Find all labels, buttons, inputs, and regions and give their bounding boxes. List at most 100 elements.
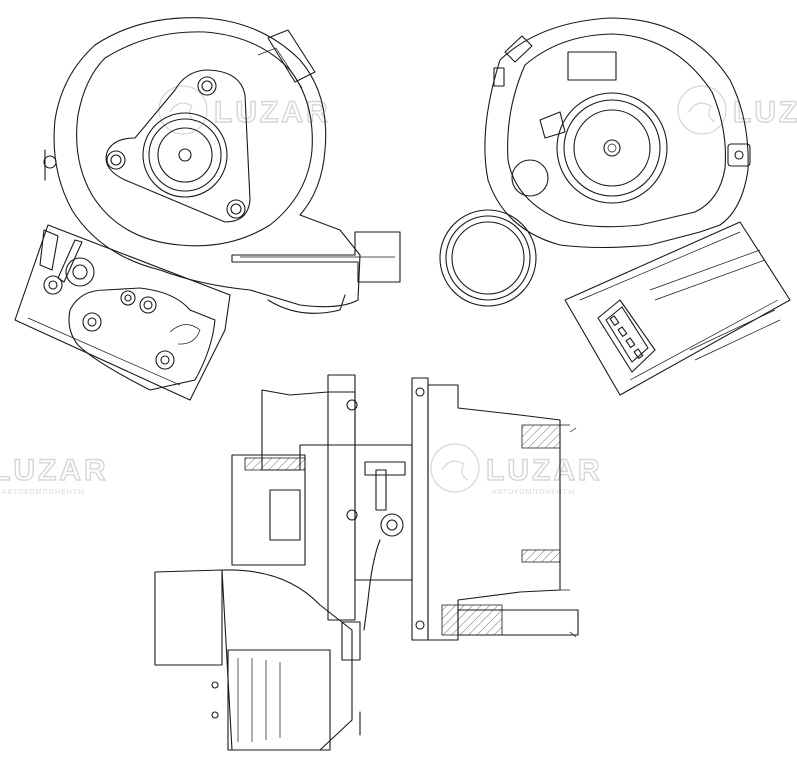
turbine-flange-ticks <box>560 424 570 591</box>
bearing-housing-rib <box>364 461 406 476</box>
flange-bolt-hole-top <box>197 76 217 96</box>
compressor-inlet-outer-ring <box>142 112 228 198</box>
actuator-hole-2-inner <box>160 355 170 365</box>
stud-left <box>43 155 57 169</box>
turbine-outlet-flange <box>457 609 579 636</box>
turbine-housing-inner <box>507 33 726 228</box>
inlet-section-hatch-top <box>244 457 306 471</box>
exhaust-inlet-bore <box>451 221 525 295</box>
turbine-outlet-outer <box>556 92 668 204</box>
actuator-rib <box>169 324 201 345</box>
watermark-brand-1: LUZAR <box>214 96 331 129</box>
oil-feed-port-inner <box>386 519 398 531</box>
side-section-view <box>154 374 579 751</box>
rear-actuator-seam-top <box>579 231 741 301</box>
rear-small-stud <box>493 67 505 87</box>
actuator-hole-3-inner <box>143 300 153 310</box>
front-compressor-view <box>14 17 401 401</box>
rear-oil-port <box>511 159 549 197</box>
compressor-inlet-ring <box>148 118 222 192</box>
rear-actuator-seam-bottom <box>629 299 779 381</box>
flange-bolt-hole-left <box>106 150 126 170</box>
rear-port-boss <box>539 111 566 139</box>
side-actuator-screw-1 <box>211 681 219 689</box>
actuator-edge-line <box>27 317 181 386</box>
housing-label-plate <box>567 51 617 81</box>
watermark-brand-4: LUZAR <box>486 454 603 487</box>
rear-actuator-housing <box>564 221 791 396</box>
linkage-pivot-inner <box>48 280 58 290</box>
compressor-outlet-tab <box>267 29 316 83</box>
section-arrow-marks <box>569 427 577 638</box>
turbine-flange <box>411 377 429 641</box>
exhaust-inlet-outer <box>439 209 537 307</box>
outlet-bracket-right <box>231 231 401 283</box>
linkage-pivot <box>43 275 63 295</box>
flange-bolt-hole-left-inner <box>110 154 122 166</box>
side-compressor-housing <box>261 374 356 471</box>
actuator-hole-4-inner <box>124 294 132 302</box>
turbine-section-hatch-mid <box>521 549 561 563</box>
watermark-tagline-2: АВТОКОМПОНЕНТЫ <box>492 489 575 496</box>
side-compressor-step <box>269 489 301 541</box>
actuator-housing <box>14 224 231 401</box>
turbine-shaft-center <box>607 143 617 153</box>
side-actuator-canister <box>154 569 223 666</box>
turbine-flange-bolt-1 <box>415 387 425 397</box>
backplate-bolt-1 <box>346 399 358 411</box>
actuator-hole-1 <box>82 312 102 332</box>
exhaust-inlet-ring <box>445 215 531 301</box>
rear-actuator-ribs <box>649 249 781 361</box>
actuator-hole-1-inner <box>87 317 97 327</box>
rear-mount-ear-hole <box>734 150 744 160</box>
turbine-housing-outline <box>484 17 749 249</box>
watermark-group: LUZAR LUZAR LUZAR АВТОКОМПОНЕНТЫ LUZAR А… <box>0 85 797 496</box>
bottom-boss <box>267 294 346 314</box>
side-actuator-fins <box>237 658 281 742</box>
compressor-volute-outline <box>53 17 361 308</box>
outlet-tab-edge <box>257 47 303 89</box>
compressor-volute-inner <box>76 31 313 247</box>
flange-bolt-hole-right <box>226 199 246 219</box>
turbine-shaft-nut <box>603 139 621 157</box>
compressor-nut <box>178 148 192 162</box>
linkage-disc-inner <box>72 264 88 280</box>
turbine-outlet-ring <box>563 99 661 197</box>
oil-feed-port <box>380 513 404 537</box>
watermark-brand-2: LUZAR <box>733 96 797 129</box>
watermark-logo-top-right: LUZAR <box>677 85 797 135</box>
watermark-logo-middle-right: LUZAR АВТОКОМПОНЕНТЫ <box>430 443 603 496</box>
watermark-tagline-1: АВТОКОМПОНЕНТЫ <box>2 489 85 496</box>
actuator-hole-2 <box>155 350 175 370</box>
connector-pins <box>609 315 644 359</box>
rear-turbine-view <box>439 17 791 396</box>
side-compressor-inlet <box>231 454 306 566</box>
turbine-housing-side <box>427 384 561 641</box>
turbine-outlet-bore <box>573 109 651 187</box>
side-linkage-block <box>341 621 361 661</box>
wastegate-arm <box>375 469 387 511</box>
side-actuator-bracket <box>227 649 331 751</box>
rear-mount-ear <box>727 143 751 167</box>
compressor-backplate <box>327 391 356 621</box>
side-actuator-body <box>221 569 353 751</box>
watermark-logo-middle-left: LUZAR АВТОКОМПОНЕНТЫ <box>0 453 109 496</box>
backplate-bolt-2 <box>346 509 358 521</box>
side-actuator-screw-2 <box>211 711 219 719</box>
flange-bolt-hole-right-inner <box>230 203 242 215</box>
actuator-hole-3 <box>139 296 157 314</box>
linkage-bracket <box>39 229 59 271</box>
compressor-inlet-flange <box>105 69 251 223</box>
electrical-connector <box>597 299 656 373</box>
turbine-flange-bolt-2 <box>415 620 425 630</box>
watermark-brand-3: LUZAR <box>0 454 109 487</box>
connector-socket <box>605 306 649 363</box>
turbine-section-hatch-top <box>521 424 561 449</box>
flange-bolt-hole-top-inner <box>201 80 213 92</box>
bearing-housing <box>354 444 413 581</box>
actuator-cover <box>68 287 216 391</box>
rear-top-tab <box>504 35 533 63</box>
wastegate-rod <box>363 539 381 631</box>
linkage-rod <box>57 239 83 283</box>
